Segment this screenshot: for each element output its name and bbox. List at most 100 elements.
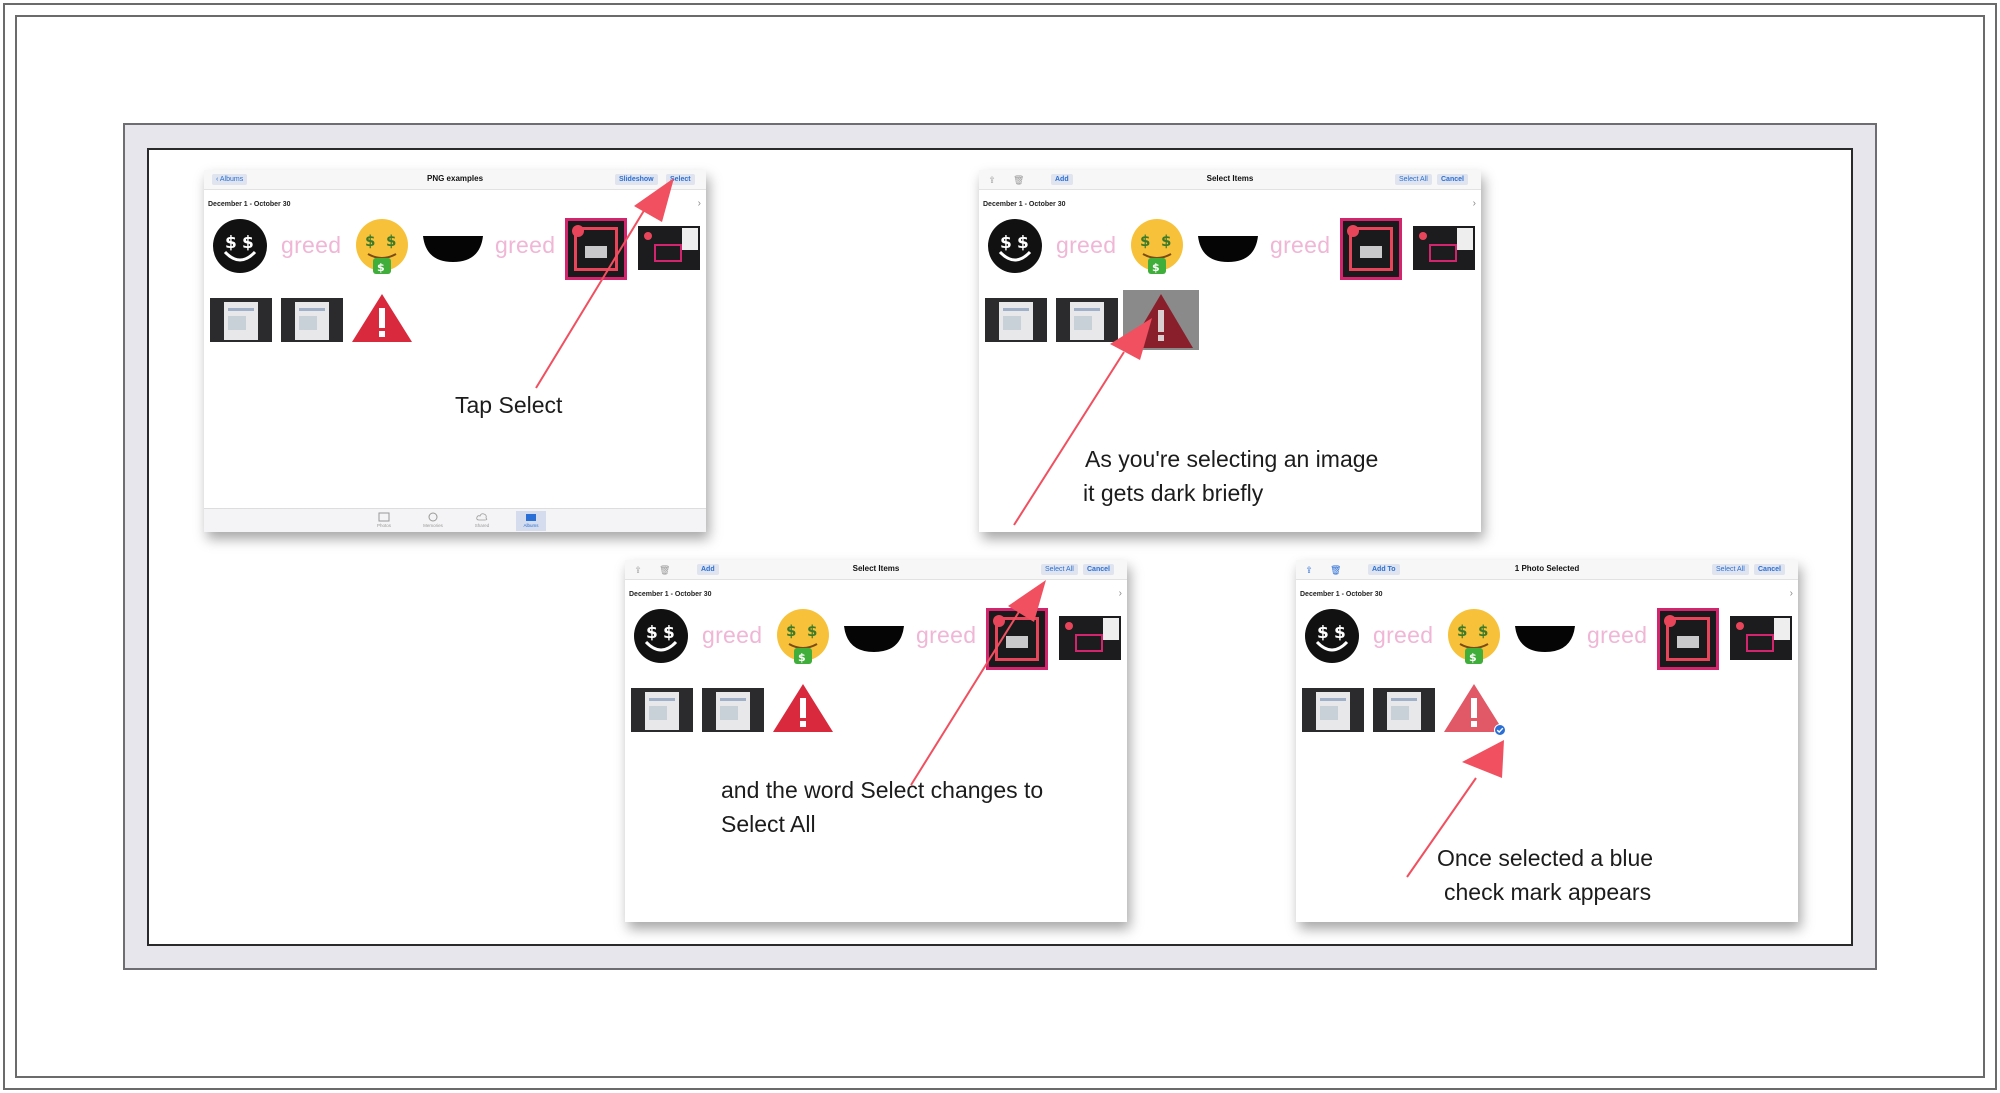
trash-icon[interactable]: 🗑 — [1013, 175, 1025, 185]
svg-text:$: $ — [1317, 623, 1329, 643]
svg-text:$: $ — [807, 622, 817, 640]
greed-text-image-2[interactable]: greed — [1587, 622, 1648, 648]
greed-text-image-2[interactable]: greed — [1270, 232, 1331, 258]
annotation-tap-select: Tap Select — [455, 392, 563, 418]
dark-screenshot-thumbnail[interactable] — [638, 226, 700, 270]
smiley-dollar-image[interactable]: $$ — [212, 218, 268, 274]
add-button[interactable]: Add — [1051, 174, 1073, 185]
chevron-left-icon: ‹ — [216, 176, 220, 183]
svg-text:$: $ — [646, 623, 658, 643]
share-icon[interactable]: ⇪ — [1305, 565, 1313, 575]
black-bowl-image[interactable] — [422, 232, 484, 266]
dark-screenshot-thumbnail[interactable] — [1413, 226, 1475, 270]
app-screenshot-thumbnail-1[interactable] — [631, 688, 693, 732]
pink-frame-thumbnail[interactable] — [1657, 608, 1719, 670]
share-icon[interactable]: ⇪ — [634, 565, 642, 575]
app-screenshot-thumbnail-1[interactable] — [985, 298, 1047, 342]
date-range-label: December 1 - October 30 — [629, 591, 712, 598]
chevron-right-icon[interactable]: › — [697, 198, 701, 209]
app-screenshot-thumbnail-2[interactable] — [702, 688, 764, 732]
blue-checkmark-icon — [1494, 723, 1506, 736]
tab-photos[interactable]: Photos — [369, 511, 399, 531]
greed-text-image-2[interactable]: greed — [916, 622, 977, 648]
annotation-word-line-1: and the word Select changes to — [721, 777, 1044, 803]
page-title: Select Items — [1206, 174, 1254, 183]
svg-text:$: $ — [377, 261, 385, 274]
back-albums-button[interactable]: ‹ Albums — [212, 174, 248, 185]
black-bowl-image[interactable] — [1197, 232, 1259, 266]
smiley-dollar-image[interactable]: $$ — [987, 218, 1043, 274]
app-screenshot-thumbnail-2[interactable] — [1373, 688, 1435, 732]
greed-text-image-2[interactable]: greed — [495, 232, 556, 258]
pink-frame-thumbnail[interactable] — [1340, 218, 1402, 280]
nav-bar: ⇪ 🗑 Add Select Items Select All Cancel — [625, 560, 1127, 580]
dark-screenshot-thumbnail[interactable] — [1059, 616, 1121, 660]
chevron-right-icon[interactable]: › — [1789, 588, 1793, 599]
greed-text-image[interactable]: greed — [1373, 622, 1434, 648]
dark-screenshot-thumbnail[interactable] — [1730, 616, 1792, 660]
page-title: 1 Photo Selected — [1514, 564, 1580, 573]
money-mouth-emoji-image[interactable]: $$$ — [1446, 608, 1502, 666]
annotation-selecting-line-1: As you're selecting an image — [1085, 446, 1379, 472]
smiley-dollar-image[interactable]: $$ — [1304, 608, 1360, 664]
greed-text-image[interactable]: greed — [702, 622, 763, 648]
date-range-label: December 1 - October 30 — [983, 201, 1066, 208]
tab-memories[interactable]: Memories — [418, 511, 448, 531]
share-icon[interactable]: ⇪ — [988, 175, 996, 185]
app-screenshot-thumbnail-2[interactable] — [1056, 298, 1118, 342]
greed-text-image[interactable]: greed — [1056, 232, 1117, 258]
tab-shared[interactable]: Shared — [467, 511, 497, 531]
add-to-button[interactable]: Add To — [1368, 564, 1400, 575]
warning-triangle-image[interactable] — [771, 682, 835, 734]
page-title: PNG examples — [426, 174, 484, 183]
svg-text:$: $ — [786, 622, 796, 640]
chevron-right-icon[interactable]: › — [1472, 198, 1476, 209]
svg-text:$: $ — [1140, 232, 1150, 250]
trash-icon[interactable]: 🗑 — [1330, 565, 1342, 575]
cancel-button[interactable]: Cancel — [1083, 564, 1114, 575]
cancel-button[interactable]: Cancel — [1754, 564, 1785, 575]
add-button[interactable]: Add — [697, 564, 719, 575]
albums-icon — [526, 514, 536, 521]
cancel-button[interactable]: Cancel — [1437, 174, 1468, 185]
money-mouth-emoji-image[interactable]: $$$ — [354, 218, 410, 276]
warning-triangle-image[interactable] — [350, 292, 414, 344]
app-screenshot-thumbnail-1[interactable] — [210, 298, 272, 342]
chevron-right-icon[interactable]: › — [1118, 588, 1122, 599]
svg-text:$: $ — [242, 233, 254, 253]
select-all-button[interactable]: Select All — [1395, 174, 1432, 185]
screenshot-album-view: ‹ Albums PNG examples Slideshow Select D… — [204, 170, 706, 532]
pink-frame-thumbnail[interactable] — [565, 218, 627, 280]
tab-albums[interactable]: Albums — [516, 511, 546, 531]
svg-text:$: $ — [225, 233, 237, 253]
annotation-check-line-1: Once selected a blue — [1437, 845, 1654, 871]
page-title: Select Items — [852, 564, 900, 573]
svg-text:$: $ — [365, 232, 375, 250]
select-button[interactable]: Select — [666, 174, 695, 185]
svg-text:$: $ — [1017, 233, 1029, 253]
pink-frame-thumbnail[interactable] — [986, 608, 1048, 670]
greed-text-image[interactable]: greed — [281, 232, 342, 258]
slideshow-button[interactable]: Slideshow — [615, 174, 658, 185]
annotation-selecting-line-2: it gets dark briefly — [1083, 480, 1264, 506]
inner-frame — [15, 15, 1985, 1078]
nav-bar: ‹ Albums PNG examples Slideshow Select — [204, 170, 706, 190]
select-all-button[interactable]: Select All — [1712, 564, 1749, 575]
svg-text:$: $ — [1469, 651, 1477, 664]
smiley-dollar-image[interactable]: $$ — [633, 608, 689, 664]
screenshot-select-all-appears: ⇪ 🗑 Add Select Items Select All Cancel D… — [625, 560, 1127, 922]
warning-triangle-image-selected[interactable] — [1442, 682, 1506, 734]
trash-icon[interactable]: 🗑 — [659, 565, 671, 575]
app-screenshot-thumbnail-1[interactable] — [1302, 688, 1364, 732]
money-mouth-emoji-image[interactable]: $$$ — [775, 608, 831, 666]
app-screenshot-thumbnail-2[interactable] — [281, 298, 343, 342]
svg-text:$: $ — [1161, 232, 1171, 250]
date-range-label: December 1 - October 30 — [208, 201, 291, 208]
money-mouth-emoji-image[interactable]: $$$ — [1129, 218, 1185, 276]
photos-icon — [378, 512, 390, 522]
select-all-button[interactable]: Select All — [1041, 564, 1078, 575]
svg-text:$: $ — [386, 232, 396, 250]
warning-triangle-image-darkened[interactable] — [1123, 290, 1199, 350]
black-bowl-image[interactable] — [843, 622, 905, 656]
black-bowl-image[interactable] — [1514, 622, 1576, 656]
